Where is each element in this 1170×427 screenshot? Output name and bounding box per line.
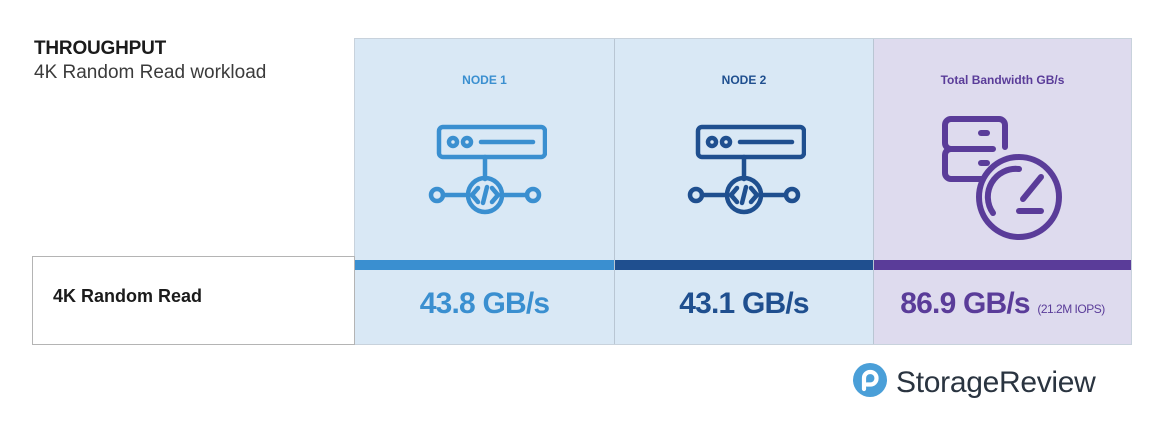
value-text-total: 86.9 GB/s [900,287,1030,320]
brand-logo: StorageReview [852,362,1096,403]
value-total: 86.9 GB/s (21.2M IOPS) [874,287,1131,321]
column-header-total: Total Bandwidth GB/s [940,73,1065,87]
column-node-2: NODE 2 43.1 GB/s [614,39,873,344]
server-code-icon [682,117,807,246]
column-header-node-2: NODE 2 [721,73,767,87]
chart-heading: THROUGHPUT 4K Random Read workload [34,38,266,84]
value-note-total: (21.2M IOPS) [1037,302,1105,316]
column-bar-node-1 [355,260,614,270]
row-label: 4K Random Read [32,256,355,345]
column-total: Total Bandwidth GB/s 86.9 GB/s (21.2M IO… [873,39,1131,344]
results-table: NODE 1 43.8 GB/s NODE 2 [354,38,1132,345]
server-code-icon [423,117,547,246]
column-header-node-1: NODE 1 [462,73,507,87]
column-bar-total [874,260,1131,270]
value-text-node-2: 43.1 GB/s [679,287,809,320]
value-node-1: 43.8 GB/s [355,287,614,321]
brand-name: StorageReview [896,365,1096,399]
server-gauge-icon [933,111,1073,246]
chart-subtitle: 4K Random Read workload [34,62,267,83]
row-label-text: 4K Random Read [53,286,203,306]
column-node-1: NODE 1 43.8 GB/s [355,39,614,344]
value-node-2: 43.1 GB/s [615,287,873,321]
chart-title: THROUGHPUT [34,38,167,59]
value-text-node-1: 43.8 GB/s [419,287,550,320]
storagereview-logo-icon [852,362,888,403]
column-bar-node-2 [615,260,873,270]
